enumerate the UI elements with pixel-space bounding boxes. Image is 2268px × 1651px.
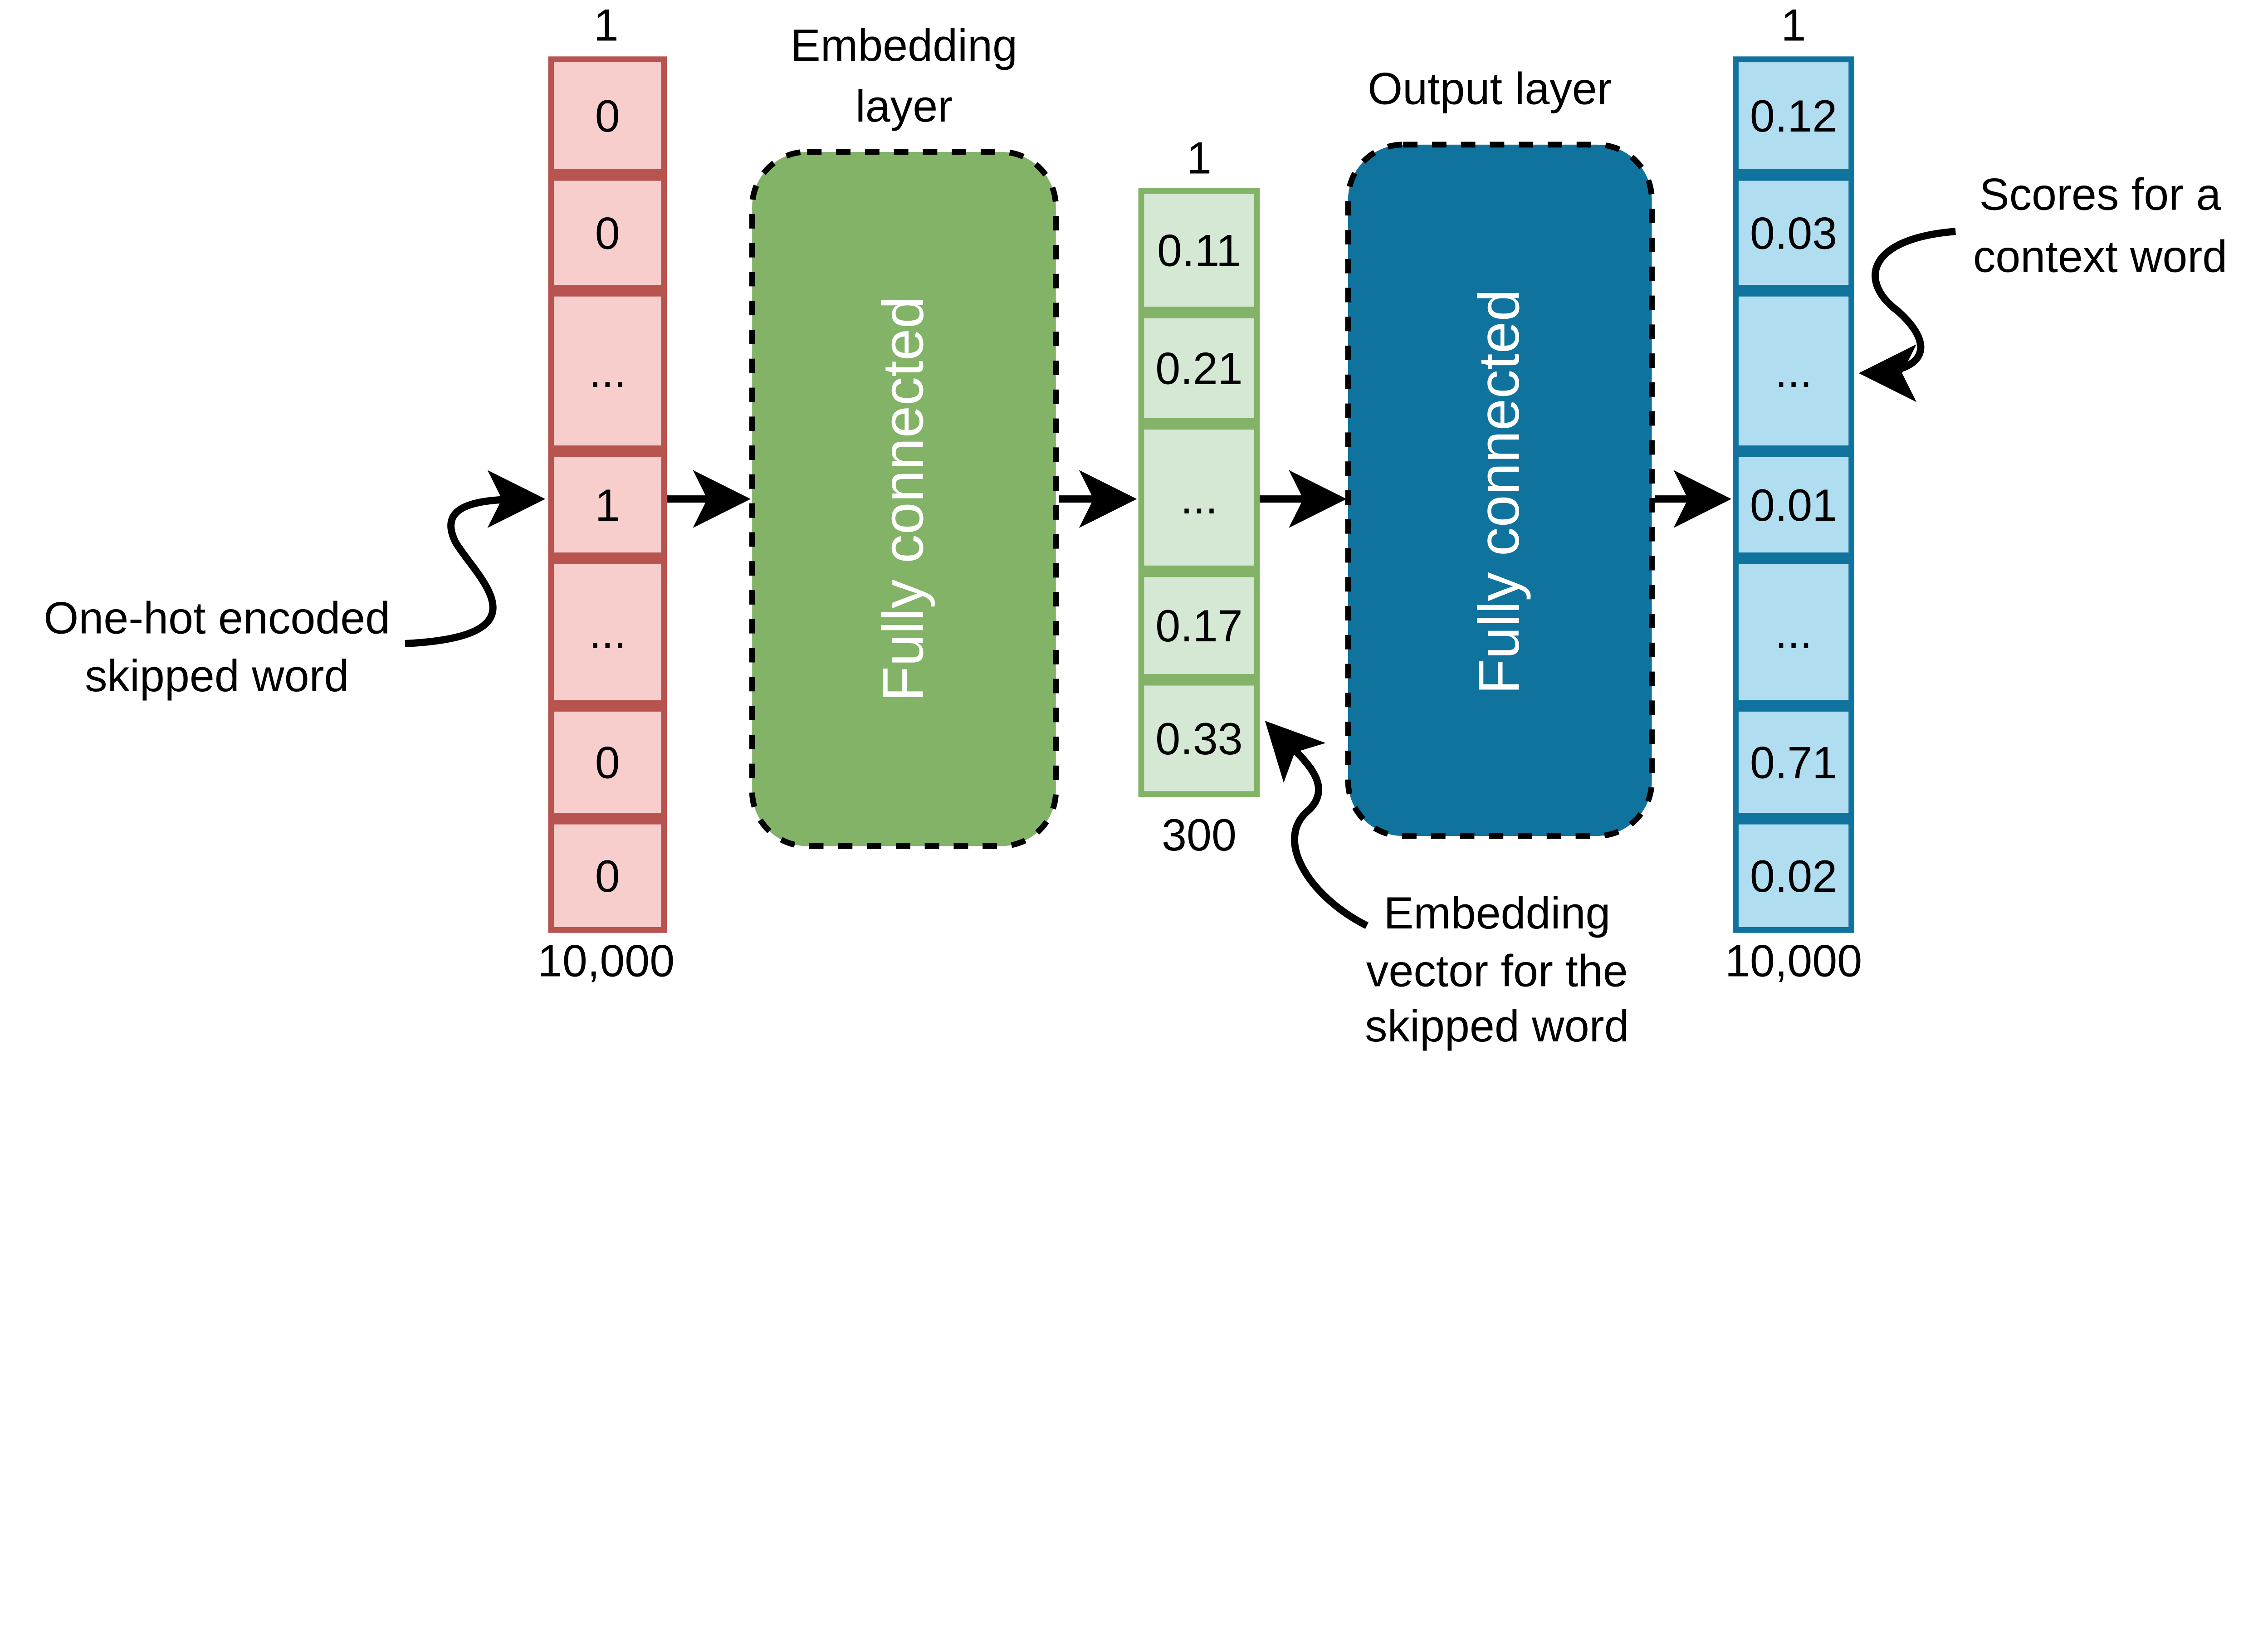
embedding-annotation-1: Embedding: [1383, 888, 1610, 938]
vector-cell-value: 0: [595, 851, 620, 901]
vector-cell-value: ...: [589, 347, 626, 396]
vector-cell-value: 0.02: [1750, 851, 1837, 901]
output-top-label: 1: [1781, 0, 1806, 50]
output-layer-label: Fully connected: [1467, 289, 1531, 694]
vector-cell: [554, 62, 661, 170]
vector-cell: [1738, 296, 1849, 446]
embedding-layer-title-2: layer: [855, 81, 953, 131]
curved-arrow-embedding: [1265, 721, 1369, 929]
vector-cell-value: 0.71: [1750, 738, 1837, 788]
output-vector: 1 0.12 0.03... 0.01... 0.71 0.02 10,000: [1725, 0, 1862, 986]
embedding-bottom-label: 300: [1162, 810, 1237, 860]
vector-cell: [1738, 564, 1849, 700]
input-vector: 1 0 0... 1... 0 0 10,000: [538, 0, 675, 986]
scores-annotation-1: Scores for a: [1980, 169, 2221, 219]
output-layer-title: Output layer: [1368, 64, 1612, 114]
output-layer-box: [1345, 142, 1655, 839]
input-bottom-label: 10,000: [538, 936, 675, 986]
embedding-layer-label: Fully connected: [871, 296, 935, 701]
scores-annotation-2: context word: [1973, 231, 2227, 281]
vector-cell: [1144, 577, 1254, 674]
embedding-vector: 1 0.11 0.21... 0.17 0.33 300: [1138, 133, 1260, 860]
vector-cell: [554, 824, 661, 927]
vector-cell-value: 0.21: [1155, 344, 1242, 394]
vector-cell: [554, 457, 661, 553]
vector-cell-value: 0.12: [1750, 91, 1837, 141]
input-annotation-1: One-hot encoded: [44, 593, 390, 643]
vector-cell: [554, 296, 661, 446]
embedding-annotation-2: vector for the: [1366, 946, 1628, 996]
input-top-label: 1: [594, 0, 619, 50]
vector-cell: [1738, 824, 1849, 927]
vector-cell: [1144, 194, 1254, 307]
vector-cell-value: 0.01: [1750, 480, 1837, 530]
vector-cell: [554, 711, 661, 813]
vector-cell-value: 0.03: [1750, 208, 1837, 258]
output-bottom-label: 10,000: [1725, 936, 1862, 986]
vector-cell-value: 0: [595, 738, 620, 788]
vector-cell-value: ...: [1180, 473, 1217, 523]
embedding-layer-box: [749, 149, 1059, 849]
vector-cell-value: 0: [595, 91, 620, 141]
embedding-layer-title-1: Embedding: [791, 20, 1017, 70]
embedding-top-label: 1: [1187, 133, 1212, 183]
vector-cell: [1738, 457, 1849, 553]
skip-gram-diagram: 1 0 0... 1... 0 0 10,000 Embedding layer Ful…: [44, 0, 2227, 1051]
vector-cell: [1144, 318, 1254, 418]
vector-cell: [1144, 430, 1254, 566]
vector-cell: [1738, 62, 1849, 170]
vector-cell: [554, 181, 661, 285]
input-annotation-2: skipped word: [85, 651, 349, 701]
vector-cell-value: 0: [595, 208, 620, 258]
vector-cell-value: 0.17: [1155, 601, 1242, 651]
curved-arrow-input: [405, 470, 546, 647]
vector-cell-value: ...: [1775, 608, 1812, 658]
vector-cell-value: 0.33: [1155, 714, 1242, 764]
vector-cell-value: 0.11: [1157, 226, 1241, 276]
vector-cell: [1738, 711, 1849, 813]
vector-cell: [1144, 685, 1254, 791]
vector-cell: [1738, 181, 1849, 285]
vector-cell-value: ...: [589, 608, 626, 658]
embedding-annotation-3: skipped word: [1365, 1001, 1629, 1051]
curved-arrow-scores: [1858, 228, 1956, 402]
vector-cell: [554, 564, 661, 700]
vector-cell-value: ...: [1775, 347, 1812, 396]
vector-cell-value: 1: [595, 480, 620, 530]
